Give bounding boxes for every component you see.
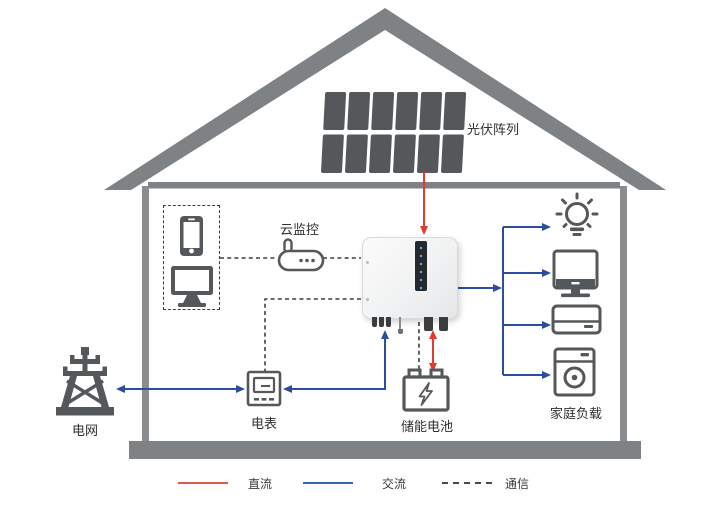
energy-meter-icon (246, 370, 282, 407)
smartphone-icon (180, 216, 203, 256)
battery-label: 储能电池 (400, 419, 453, 434)
floor-bar (129, 441, 641, 459)
inverter-antenna (399, 317, 401, 331)
inverter-antenna-cap (397, 329, 403, 334)
legend-comm-line-swatch (442, 482, 492, 484)
meter-label: 电表 (250, 416, 277, 431)
washing-machine-icon (553, 347, 596, 397)
house-structure (104, 8, 666, 459)
comm-inverter-to-meter (264, 298, 361, 371)
tv-icon (552, 249, 599, 298)
ceiling-bar (148, 182, 620, 189)
dc-lines (420, 172, 437, 372)
light-bulb-icon (555, 192, 599, 236)
inverter-connector (372, 317, 377, 327)
legend-dc-label: 直流 (248, 477, 273, 491)
desktop-monitor-icon (171, 266, 213, 307)
battery-icon (402, 368, 450, 412)
grid-label: 电网 (71, 423, 98, 438)
right-wall (620, 186, 627, 442)
pv-array-label: 光伏阵列 (467, 122, 520, 137)
legend-comm-label: 通信 (505, 477, 530, 491)
ac-meter-inverter (283, 330, 389, 393)
inverter-connector (379, 317, 384, 327)
legend-dc-line-swatch (178, 482, 228, 484)
inverter-screw (366, 261, 369, 264)
inverter-connector (424, 317, 433, 331)
inverter-connector (386, 317, 391, 327)
ac-lines (116, 223, 551, 393)
legend-ac-label: 交流 (382, 477, 407, 491)
inverter-screw (366, 298, 369, 301)
inverter-device (362, 237, 458, 334)
air-conditioner-icon (551, 304, 602, 335)
transmission-tower-icon (56, 347, 114, 416)
inverter-connector (439, 317, 448, 331)
pv-panel-array-icon (321, 92, 467, 173)
cloud-monitoring-label: 云监控 (280, 222, 320, 237)
legend-ac-line-swatch (303, 482, 353, 484)
router-icon (277, 238, 325, 272)
monitoring-devices-box (163, 205, 220, 310)
left-wall (142, 186, 149, 442)
comm-lines (220, 257, 420, 371)
inverter-display-strip (415, 241, 427, 291)
home-loads-label: 家庭负载 (549, 406, 602, 421)
